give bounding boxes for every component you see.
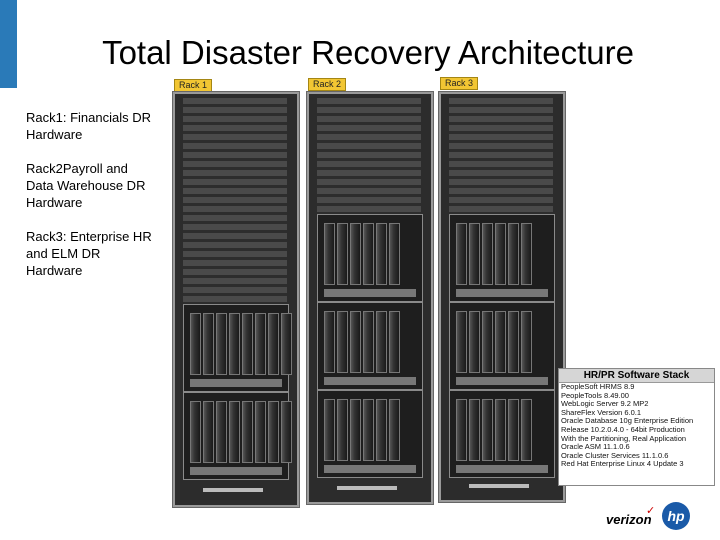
rack-2-enclosure-1 — [317, 214, 423, 302]
stack-item: With the Partitioning, Real Application — [561, 434, 687, 443]
rack-2-enclosure-2 — [317, 302, 423, 390]
verizon-check-icon: ✓ — [646, 505, 656, 517]
rack-1-vent — [183, 98, 287, 303]
rack-3-enclosure-3 — [449, 390, 555, 478]
rack-1 — [172, 91, 300, 508]
logo-area: verizon ✓ hp — [600, 498, 710, 534]
rack-2 — [306, 91, 434, 505]
stack-item: Oracle Cluster Services 11.1.0.6 — [561, 451, 669, 460]
verizon-logo: verizon — [606, 512, 652, 527]
stack-item: ShareFlex Version 6.0.1 — [561, 408, 642, 417]
rack-3-enclosure-1 — [449, 214, 555, 302]
rack-2-vent — [317, 98, 421, 214]
rack-3-label: Rack 3 — [440, 77, 479, 90]
stack-item: Release 10.2.0.4.0 - 64bit Production — [561, 425, 685, 434]
stack-item: Oracle Database 10g Enterprise Edition — [561, 417, 694, 426]
rack-3 — [438, 91, 566, 503]
rack2-description: Rack2Payroll and Data Warehouse DR Hardw… — [26, 161, 146, 210]
page-title: Total Disaster Recovery Architecture — [102, 34, 634, 71]
software-stack-heading: HR/PR Software Stack — [559, 369, 714, 383]
rack-1-enclosure-bottom — [183, 392, 292, 480]
software-stack-panel: HR/PR Software Stack PeopleSoft HRMS 8.9… — [558, 368, 715, 486]
rack-descriptions: Rack1: Financials DR Hardware Rack2Payro… — [26, 109, 156, 296]
accent-bar — [0, 0, 17, 88]
stack-item: PeopleTools 8.49.00 — [561, 391, 629, 400]
rack-2-enclosure-3 — [317, 390, 423, 478]
rack-3-vent — [449, 98, 553, 214]
rack-1-enclosure-top — [183, 304, 292, 392]
rack1-description: Rack1: Financials DR Hardware — [26, 110, 151, 142]
stack-item: WebLogic Server 9.2 MP2 — [561, 400, 649, 409]
stack-item: PeopleSoft HRMS 8.9 — [561, 383, 635, 391]
rack-2-label: Rack 2 — [308, 78, 347, 91]
hp-logo: hp — [662, 502, 690, 530]
rack-3-enclosure-2 — [449, 302, 555, 390]
stack-item: Red Hat Enterprise Linux 4 Update 3 — [561, 460, 684, 469]
rack3-description: Rack3: Enterprise HR and ELM DR Hardware — [26, 229, 152, 278]
stack-item: Oracle ASM 11.1.0.6 — [561, 443, 630, 452]
